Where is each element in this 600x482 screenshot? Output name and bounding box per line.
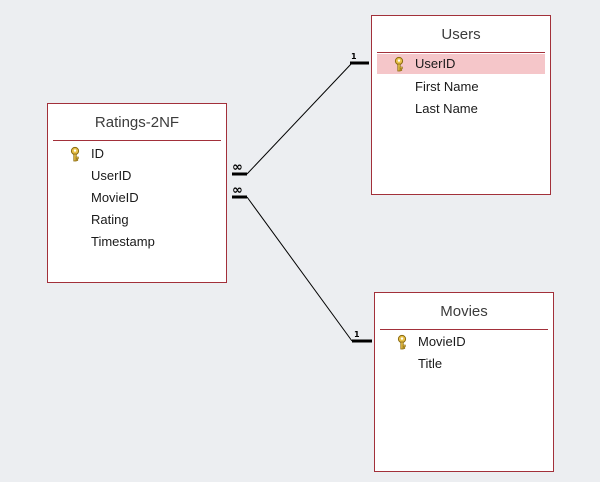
field-row[interactable]: First Name [377, 77, 545, 97]
field-name: Timestamp [91, 234, 155, 249]
title-divider [377, 52, 545, 53]
field-row[interactable]: Last Name [377, 99, 545, 119]
field-name: UserID [91, 168, 132, 183]
cardinality-one-label: 1 [354, 330, 360, 339]
table-title[interactable]: Movies [440, 303, 488, 320]
field-row[interactable]: ID [53, 144, 221, 164]
table-movies[interactable]: Movies MovieID Title [374, 292, 554, 472]
field-name: Rating [91, 212, 129, 227]
table-title[interactable]: Users [441, 26, 481, 43]
field-name: MovieID [418, 334, 466, 349]
field-row[interactable]: Title [380, 354, 548, 374]
title-divider [380, 329, 548, 330]
field-name: ID [91, 146, 104, 161]
field-name: Last Name [415, 101, 478, 116]
title-divider [53, 140, 221, 141]
field-row[interactable]: Rating [53, 210, 221, 230]
key-icon [393, 56, 409, 72]
field-row[interactable]: MovieID [53, 188, 221, 208]
field-row[interactable]: Timestamp [53, 232, 221, 252]
field-name: MovieID [91, 190, 139, 205]
field-row[interactable]: UserID [53, 166, 221, 186]
relationship-ratings-users[interactable]: 1 ∞ [232, 52, 369, 176]
key-icon [69, 146, 85, 162]
field-name: UserID [415, 56, 456, 71]
table-users[interactable]: Users UserID First Name Last Name [371, 15, 551, 195]
field-row[interactable]: MovieID [380, 332, 548, 352]
table-ratings-2nf[interactable]: Ratings-2NF ID UserID MovieID Rating Tim… [47, 103, 227, 283]
field-name: First Name [415, 79, 479, 94]
key-icon [396, 334, 412, 350]
relationship-ratings-movies[interactable]: 1 ∞ [232, 183, 372, 343]
cardinality-many-label: ∞ [232, 160, 243, 175]
field-row-selected[interactable]: UserID [377, 54, 545, 74]
cardinality-one-label: 1 [351, 52, 357, 61]
field-name: Title [418, 356, 443, 371]
cardinality-many-label: ∞ [232, 183, 243, 198]
table-title[interactable]: Ratings-2NF [94, 114, 180, 131]
